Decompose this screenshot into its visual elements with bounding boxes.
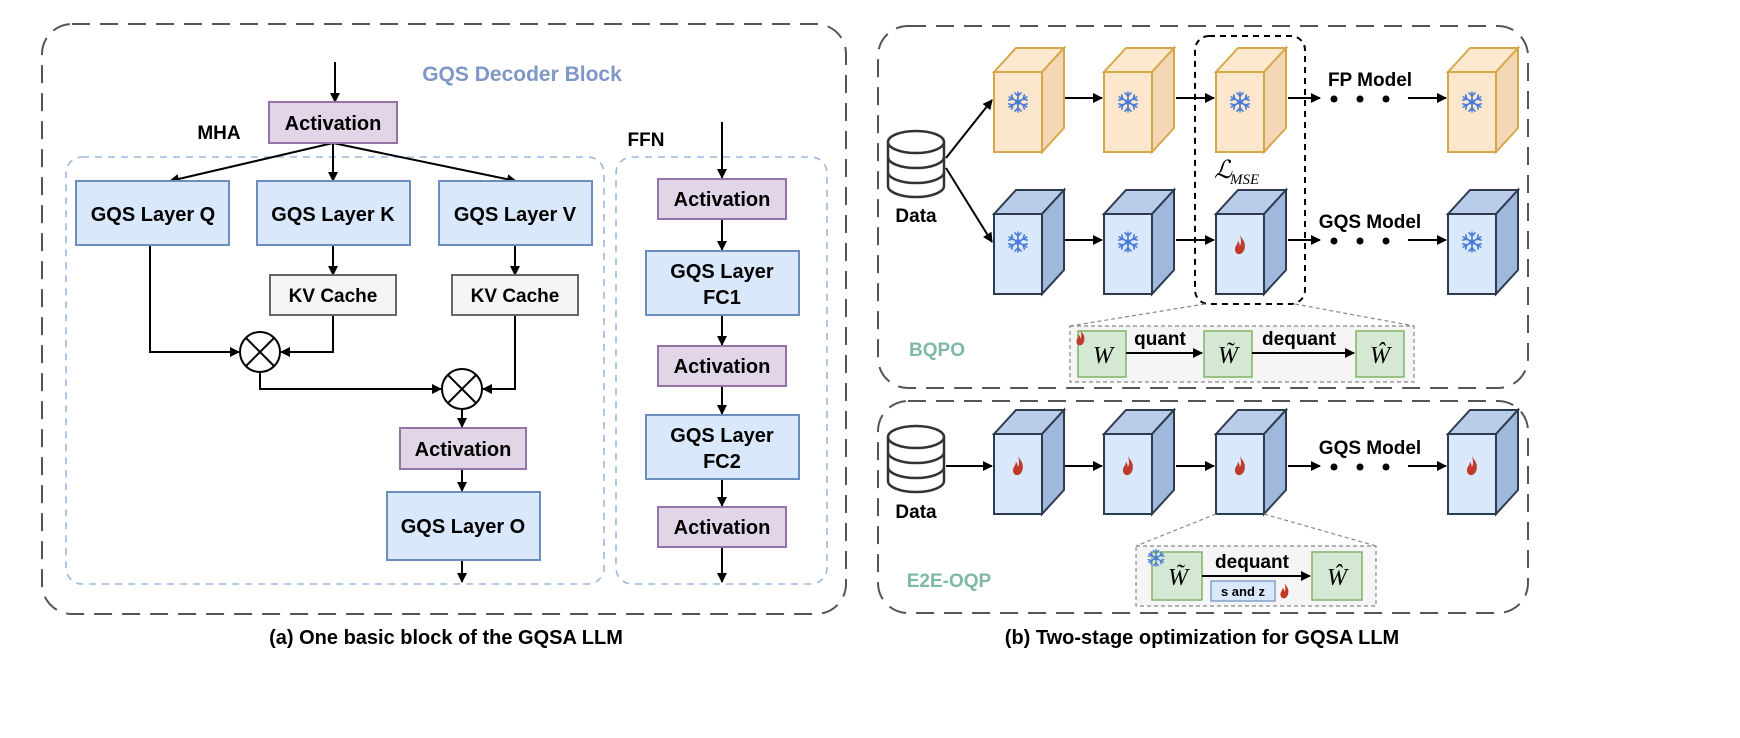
e2e-w-hat-box: [1311, 551, 1363, 601]
top-activation-box: Activation: [268, 101, 398, 144]
top-activation-label: Activation: [285, 113, 382, 135]
kv-cache-v-label: KV Cache: [471, 286, 560, 307]
s-and-z-label: s and z: [1221, 584, 1266, 599]
e2e-w-hat-symbol: Ŵ: [1327, 564, 1349, 591]
panel-b-caption: (b) Two-stage optimization for GQSA LLM: [1005, 627, 1399, 649]
ffn-fc1-line1: GQS Layer: [670, 261, 774, 283]
ffn-activation-3-box: Activation: [657, 506, 787, 548]
database-icon-e2e: [886, 424, 946, 494]
gqs-layer-k-box: GQS Layer K: [256, 180, 411, 246]
e2e-data-label: Data: [895, 502, 937, 523]
fp-cube-1: [991, 45, 1067, 155]
mha-label: MHA: [197, 123, 241, 144]
e2e-gqs-model-label: GQS Model: [1319, 438, 1421, 459]
fp-model-label: FP Model: [1328, 70, 1412, 91]
e2e-cube-1: [991, 407, 1067, 517]
ffn-activation-1-label: Activation: [674, 189, 771, 211]
gqs-layer-k-label: GQS Layer K: [271, 204, 395, 226]
e2e-panel-border: [877, 400, 1529, 614]
gqs-cube-final: [1445, 187, 1521, 297]
w-hat-symbol: Ŵ: [1370, 342, 1392, 369]
bqpo-dequant-label: dequant: [1262, 329, 1337, 350]
ellipsis-dots: [1330, 95, 1390, 471]
multiply-icon-2: [441, 368, 483, 410]
loss-symbol: ℒ: [1214, 157, 1233, 184]
bqpo-data-label: Data: [895, 206, 937, 227]
e2e-dequant-label: dequant: [1215, 552, 1290, 573]
loss-subscript: MSE: [1229, 172, 1259, 188]
w-hat-box: [1355, 330, 1405, 378]
fp-cube-3: [1213, 45, 1289, 155]
bqpo-stage-label: BQPO: [909, 340, 965, 361]
kv-cache-v-box: KV Cache: [451, 274, 579, 316]
gqs-layer-o-label: GQS Layer O: [401, 516, 526, 538]
ffn-fc2-box: GQS Layer FC2: [645, 414, 800, 480]
mid-activation-label: Activation: [415, 439, 512, 461]
e2e-zoom-lines: [1135, 513, 1377, 547]
ffn-label: FFN: [628, 130, 665, 151]
fp-cube-2: [1101, 45, 1177, 155]
gqs-layer-q-box: GQS Layer Q: [75, 180, 230, 246]
gqs-layer-o-box: GQS Layer O: [386, 491, 541, 561]
database-icon-bqpo: [886, 129, 946, 199]
e2e-cube-3: [1213, 407, 1289, 517]
ffn-activation-1-box: Activation: [657, 178, 787, 220]
e2e-w-tilde-symbol: W̃: [1168, 564, 1190, 591]
gqs-cube-2: [1101, 187, 1177, 297]
panel-a-caption: (a) One basic block of the GQSA LLM: [269, 627, 623, 649]
gqs-layer-q-label: GQS Layer Q: [91, 204, 216, 226]
ffn-fc2-line1: GQS Layer: [670, 425, 774, 447]
ffn-fc1-line2: FC1: [703, 287, 741, 309]
decoder-block-title: GQS Decoder Block: [422, 63, 622, 86]
bqpo-panel-border: [877, 25, 1529, 389]
quant-label: quant: [1134, 329, 1186, 350]
e2e-stage-label: E2E-OQP: [907, 571, 992, 592]
mha-region: [65, 156, 605, 585]
panel-a-border: [41, 23, 847, 615]
w-tilde-symbol: W̃: [1218, 342, 1240, 369]
gqs-layer-v-label: GQS Layer V: [454, 204, 577, 226]
gqs-cube-1: [991, 187, 1067, 297]
gqs-layer-v-box: GQS Layer V: [438, 180, 593, 246]
ffn-activation-3-label: Activation: [674, 517, 771, 539]
w-symbol: W: [1093, 343, 1115, 369]
bqpo-gqs-model-label: GQS Model: [1319, 212, 1421, 233]
kv-cache-k-label: KV Cache: [289, 286, 378, 307]
w-box: [1077, 330, 1127, 378]
s-and-z-box: [1210, 580, 1276, 602]
mid-activation-box: Activation: [399, 427, 527, 470]
e2e-cube-2: [1101, 407, 1177, 517]
kv-cache-k-box: KV Cache: [269, 274, 397, 316]
bqpo-zoom-lines: [1069, 303, 1415, 327]
e2e-cube-final: [1445, 407, 1521, 517]
ffn-activation-2-label: Activation: [674, 356, 771, 378]
ffn-fc1-box: GQS Layer FC1: [645, 250, 800, 316]
fp-cube-final: [1445, 45, 1521, 155]
multiply-icon-1: [239, 331, 281, 373]
ffn-fc2-line2: FC2: [703, 451, 741, 473]
loss-compare-region: [1194, 35, 1306, 305]
gqs-cube-3-trainable: [1213, 187, 1289, 297]
ffn-activation-2-box: Activation: [657, 345, 787, 387]
